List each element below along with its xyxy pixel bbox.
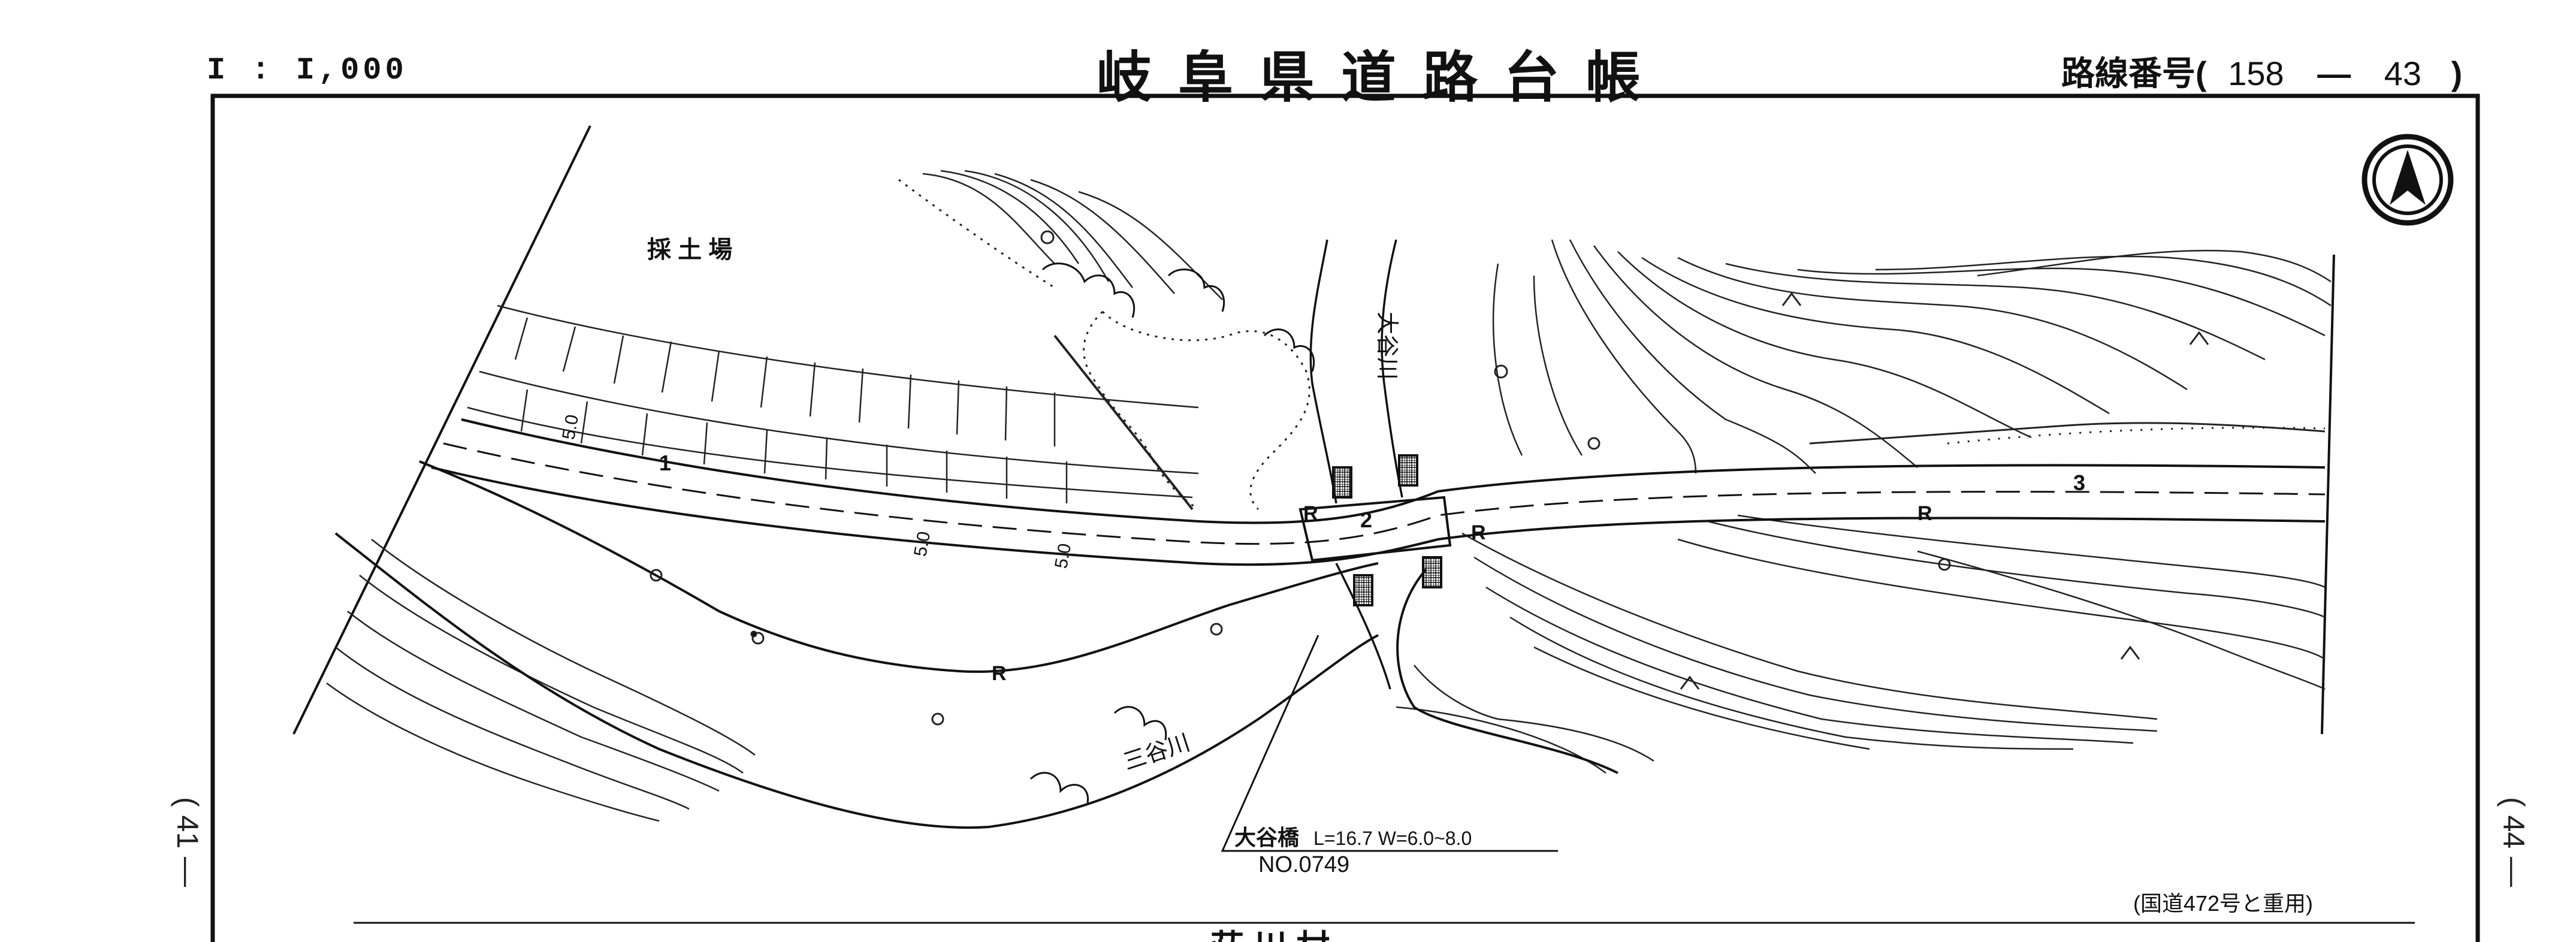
contour-lines	[922, 170, 2332, 474]
route-number: 路線番号( 158 — 43 )	[2061, 47, 2462, 95]
cut-slopes	[467, 304, 1199, 499]
right-page-ref: ( 44 —	[2497, 797, 2530, 887]
river-lower-label: 三谷川	[1121, 730, 1193, 775]
quarry-area	[898, 179, 1310, 511]
road-marker-2: 2	[1360, 508, 1372, 532]
bridge	[1298, 454, 1452, 606]
village-label: 荘 川 村	[1210, 928, 1330, 942]
scale-label: I : I,000	[207, 53, 407, 88]
route-number-b: 43	[2384, 55, 2422, 92]
north-arrow-icon	[2361, 134, 2454, 226]
route-overlap-note: (国道472号と重用)	[2133, 891, 2313, 916]
river-vertical-label: 大谷川	[1374, 312, 1399, 380]
boundary-line-right	[2321, 254, 2335, 735]
bridge-number: NO.0749	[1258, 852, 1349, 877]
quarry-label: 採 土 場	[647, 237, 732, 263]
main-road	[431, 418, 2326, 566]
radius-label-1: R	[1303, 502, 1318, 525]
bridge-name-label: 大谷橋 L=16.7 W=6.0~8.0	[1234, 825, 1472, 850]
road-marker-1: 1	[659, 451, 671, 475]
route-number-prefix: 路線番号(	[2061, 55, 2207, 92]
route-number-dash: —	[2317, 55, 2351, 92]
bridge-name: 大谷橋	[1234, 825, 1299, 850]
slope-hatch-marks	[514, 317, 1068, 503]
grade-label-1: 5.0	[558, 413, 582, 441]
page-title: 岐 阜 県 道 路 台 帳	[1097, 46, 1645, 110]
radius-label-3: R	[1917, 502, 1932, 525]
route-number-close: )	[2451, 55, 2463, 92]
left-page-ref: ( 41 —	[171, 797, 204, 887]
road-marker-3: 3	[2073, 470, 2085, 495]
contour-lines-left	[326, 539, 756, 822]
grade-label-3: 5.0	[1051, 542, 1075, 570]
bridge-spec: L=16.7 W=6.0~8.0	[1313, 828, 1472, 849]
riverbank	[334, 460, 1618, 829]
radius-label-4: R	[992, 662, 1007, 685]
route-number-a: 158	[2228, 55, 2284, 92]
boundary-line-left	[292, 125, 591, 735]
right-slope-hatch	[1809, 422, 2326, 445]
radius-label-2: R	[1471, 521, 1486, 544]
land-use-symbols	[650, 230, 2209, 726]
cliff-symbols	[1029, 262, 1315, 804]
grade-label-2: 5.0	[910, 530, 934, 558]
bridge-leader	[1221, 635, 1558, 852]
map-frame	[210, 93, 2480, 942]
river-vertical	[1309, 239, 1403, 690]
contour-lines-lower	[1396, 514, 2326, 774]
